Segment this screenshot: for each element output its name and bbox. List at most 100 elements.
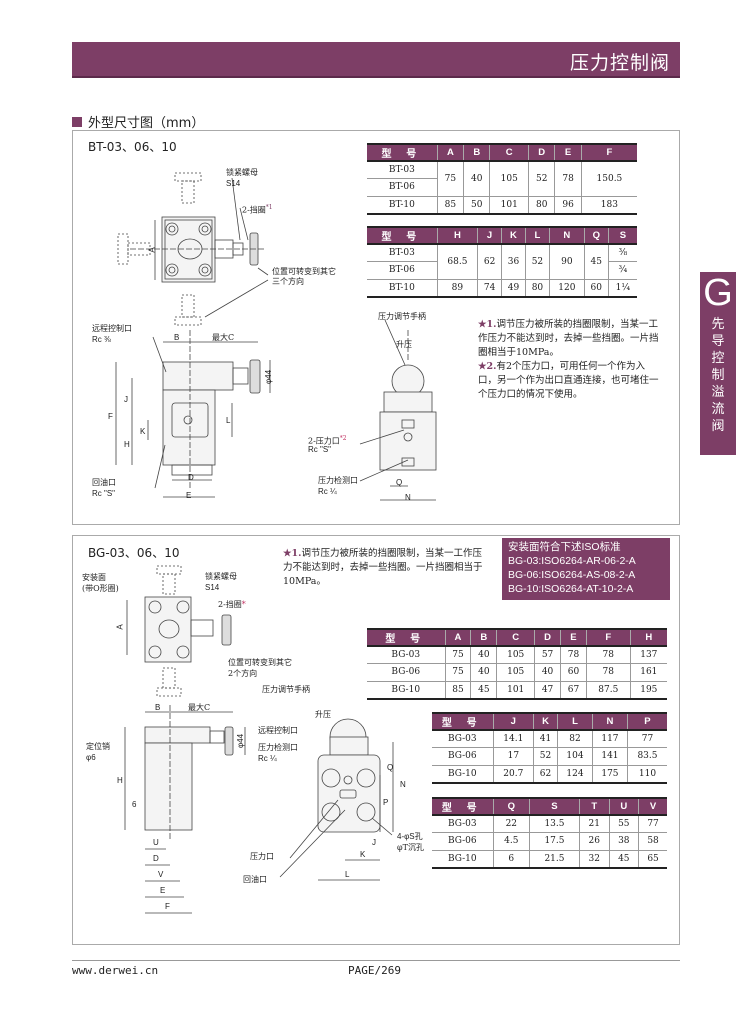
bg-gauge-label: 压力检测口 xyxy=(258,743,298,752)
value-cell: 90 xyxy=(548,243,585,279)
value-cell: 58 xyxy=(638,832,667,850)
bt-lock-nut-label: 锁紧螺母 xyxy=(226,168,258,177)
value-cell: 74 xyxy=(477,278,502,297)
bt-note-1: ★1.调节压力被所装的挡圈限制，当某一工作压力不能达到时，去掉一些挡圈。一片挡圈… xyxy=(478,319,659,358)
value-cell: 40 xyxy=(534,663,561,681)
bg-dim-n: N xyxy=(400,780,406,789)
value-cell: 55 xyxy=(608,814,639,833)
bt-s14-label: S14 xyxy=(226,179,241,188)
value-cell: 21 xyxy=(578,814,610,833)
section-title-text: 外型尺寸图（mm） xyxy=(88,116,205,131)
value-cell: 78 xyxy=(554,160,582,196)
value-cell: 141 xyxy=(591,747,628,765)
value-cell: 17.5 xyxy=(528,832,580,850)
side-tab-label: 先导控制溢流阀 xyxy=(711,317,725,434)
value-cell: 32 xyxy=(578,849,610,868)
value-cell: 110 xyxy=(626,764,667,783)
value-cell: 60 xyxy=(560,663,587,681)
side-tab: G 先导控制溢流阀 xyxy=(700,272,736,455)
bg-side-view xyxy=(279,718,394,881)
value-cell: 36 xyxy=(501,243,526,279)
bg-top-view xyxy=(126,565,232,697)
header-title: 压力控制阀 xyxy=(569,52,670,74)
bt-rotate-label-2: 三个方向 xyxy=(272,277,304,286)
bt-dim-q: Q xyxy=(396,478,403,487)
column-header: B xyxy=(470,629,497,647)
column-header: C xyxy=(496,629,535,647)
model-cell: BG-03 xyxy=(432,814,494,833)
bg-dim-a: A xyxy=(115,624,125,630)
iso-bg03: BG-03:ISO6264-AR-06-2-A xyxy=(508,555,636,567)
column-header: 型 号 xyxy=(432,713,494,731)
bt-dim-b: B xyxy=(174,333,180,342)
bg-dim-q: Q xyxy=(387,763,394,772)
value-cell: 105 xyxy=(496,645,535,664)
column-header: 型 号 xyxy=(367,144,438,162)
bt-dim-d: D xyxy=(188,473,194,482)
bg-dim-b: B xyxy=(155,703,161,712)
bt-dim-a: A xyxy=(147,247,157,253)
bt-dim-max-c: 最大C xyxy=(212,333,235,342)
bg-note-1: ★1.调节压力被所装的挡圈限制，当某一工作压力不能达到时，去掉一些挡圈。一片挡圈… xyxy=(283,548,483,587)
column-header: H xyxy=(629,629,667,647)
bt-rc38-label: Rc ⅜ xyxy=(92,335,111,344)
value-cell: 150.5 xyxy=(580,160,637,196)
model-cell: BT-10 xyxy=(367,278,438,297)
value-cell: 96 xyxy=(554,195,582,214)
bg-dim-6: 6 xyxy=(132,800,137,809)
bt-side-view xyxy=(359,319,437,501)
bt-dim-j: J xyxy=(124,395,128,404)
bg-lock-nut-label: 锁紧螺母 xyxy=(205,572,237,581)
value-cell: 120 xyxy=(548,278,585,297)
value-cell: 50 xyxy=(463,195,490,214)
column-header: S xyxy=(607,227,637,245)
model-cell: BT-06 xyxy=(367,261,438,279)
column-header: F xyxy=(580,144,637,162)
column-header: B xyxy=(463,144,490,162)
value-cell: 52 xyxy=(533,747,558,765)
model-cell: BG-10 xyxy=(432,764,494,783)
value-cell: 83.5 xyxy=(626,747,667,765)
bg-dim-j: J xyxy=(372,838,376,847)
bg-handle-label: 压力调节手柄 xyxy=(262,685,310,694)
column-header: 型 号 xyxy=(367,227,438,245)
model-cell: BG-10 xyxy=(367,680,445,699)
value-cell: 101 xyxy=(496,680,535,699)
bt-pressure-port-label: 2-压力口*2 xyxy=(308,435,347,446)
bg-dim-u: U xyxy=(153,838,159,847)
value-cell: 22 xyxy=(492,814,530,833)
model-cell: BT-06 xyxy=(367,178,438,196)
value-cell: 195 xyxy=(629,680,667,699)
bt-rc14-label: Rc ¼ xyxy=(318,487,337,496)
model-cell: BG-06 xyxy=(367,663,445,681)
bt-title: BT-03、06、10 xyxy=(88,140,177,154)
value-cell: 47 xyxy=(534,680,561,699)
value-cell: 77 xyxy=(626,729,667,748)
bt-dim-f: F xyxy=(108,412,113,421)
column-header: 型 号 xyxy=(432,798,494,816)
column-header: P xyxy=(626,713,667,731)
column-header: U xyxy=(608,798,639,816)
bg-title: BG-03、06、10 xyxy=(88,546,180,560)
bt-dim-l: L xyxy=(226,416,231,425)
value-cell: 38 xyxy=(608,832,639,850)
column-header: K xyxy=(533,713,558,731)
model-cell: BG-06 xyxy=(432,832,494,850)
value-cell: 45 xyxy=(608,849,639,868)
bt-rcs-label: Rc "S" xyxy=(92,489,116,498)
bg-dim-max-c: 最大C xyxy=(188,703,211,712)
value-cell: 40 xyxy=(470,663,497,681)
footer-divider xyxy=(72,960,680,961)
column-header: J xyxy=(477,227,502,245)
value-cell: 20.7 xyxy=(492,764,534,783)
value-cell: 45 xyxy=(470,680,497,699)
